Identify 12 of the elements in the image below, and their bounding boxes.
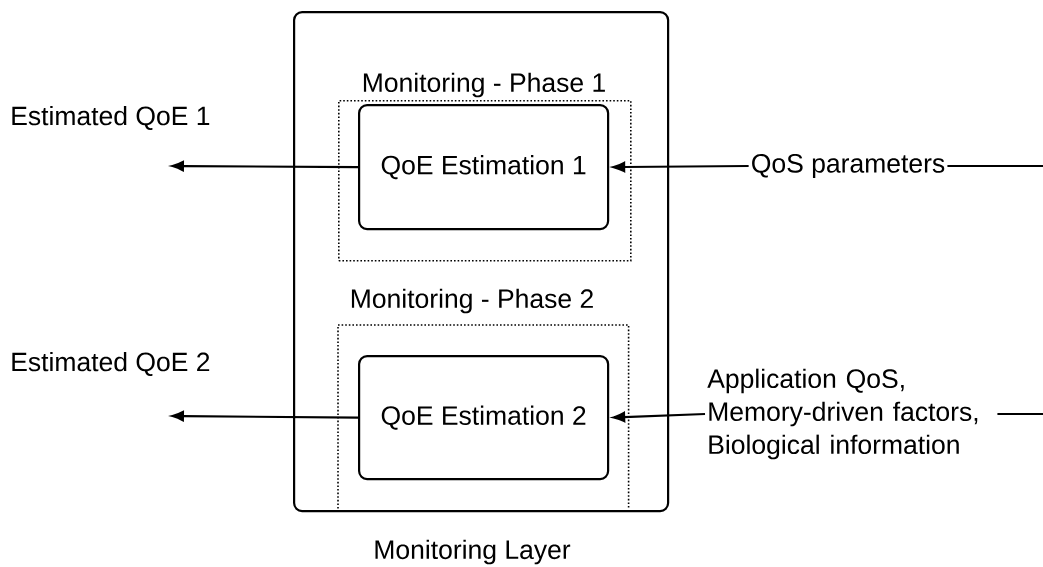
output-label: Estimated QoE 2: [12, 351, 210, 377]
node-label: Monitoring - Phase 1: [363, 72, 605, 98]
arrow: [612, 411, 706, 423]
input-label: Application QoS, Memory-driven factors, Biological information: [707, 368, 978, 460]
node-label: Monitoring Layer: [375, 539, 571, 565]
arrow: [171, 160, 358, 172]
arrow: [171, 410, 358, 422]
input-label: QoS parameters: [752, 154, 945, 178]
arrow: [612, 161, 749, 173]
process-box: QoE Estimation 2: [358, 355, 610, 481]
output-label: Estimated QoE 1: [12, 105, 210, 131]
process-box: QoE Estimation 1: [358, 104, 610, 231]
